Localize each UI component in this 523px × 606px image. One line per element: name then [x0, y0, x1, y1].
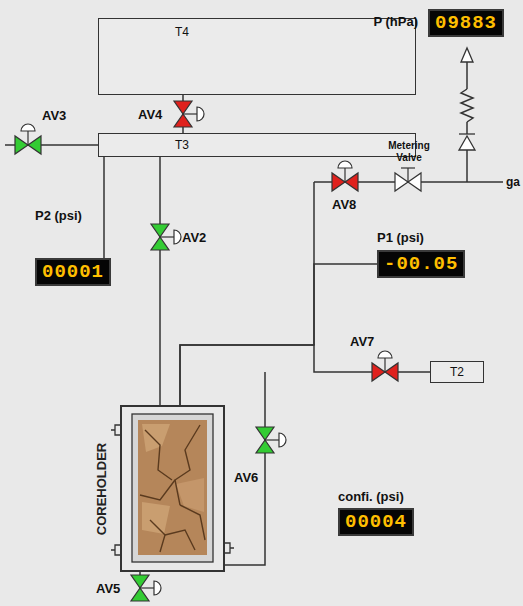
valve-body: [256, 427, 274, 440]
rock-patch: [142, 502, 170, 534]
valve-stem: [140, 587, 154, 588]
valve-body: [332, 173, 345, 191]
valve-stem: [160, 236, 174, 237]
metering-valve-body: [395, 173, 408, 191]
valve-body: [385, 363, 398, 381]
port-tick: [225, 543, 234, 553]
pipe-line: [225, 372, 265, 565]
digital-readout: 00001: [42, 261, 104, 283]
valve-caption: Metering Valve: [383, 140, 435, 164]
valve-body: [15, 136, 28, 154]
port-tick: [111, 425, 120, 435]
valve-tag: AV7: [350, 334, 374, 350]
pressure-display: P (hPa)09883: [428, 9, 504, 37]
port-tick: [111, 545, 120, 555]
display-label: P (hPa): [373, 14, 418, 30]
pipe-line: [180, 264, 377, 405]
rock-crack: [180, 505, 205, 540]
pipe-line: [159, 157, 161, 405]
display-label: confi. (psi): [338, 489, 404, 505]
pipe-line: [466, 122, 468, 134]
valve-tag: AV5: [96, 581, 120, 597]
digital-readout: 00004: [345, 511, 407, 533]
valve-actuator: [197, 107, 204, 121]
display-label: P1 (psi): [377, 230, 424, 246]
pipe-line: [466, 62, 468, 89]
pressure-display: confi. (psi)00004: [338, 508, 414, 536]
tank-name: T2: [431, 365, 483, 379]
valve-tag: ga: [506, 174, 520, 190]
valve-stem: [183, 113, 197, 114]
rock-crack: [145, 430, 172, 480]
digital-readout: -00.05: [384, 253, 458, 275]
valve-actuator: [378, 351, 392, 358]
rock-crack: [150, 520, 165, 552]
valve-actuator: [338, 161, 352, 168]
relief-valve-seat: [459, 133, 475, 134]
tank-name: T3: [175, 138, 415, 152]
valve-tag: AV6: [234, 470, 258, 486]
coreholder-box: COREHOLDER: [120, 405, 225, 572]
rock-crack: [140, 480, 175, 500]
valve-stem: [265, 439, 279, 440]
tank-box: T2: [430, 361, 484, 383]
pipe-line: [103, 157, 105, 258]
valve-tag: AV8: [332, 197, 356, 213]
spring-symbol: [461, 89, 473, 122]
valve-body: [345, 173, 358, 191]
pipe-line: [466, 150, 468, 182]
rock-patch: [142, 424, 170, 452]
vent-arrow: [461, 48, 473, 62]
valve-body: [174, 114, 192, 127]
valve-handle: [401, 167, 415, 168]
valve-body: [151, 237, 169, 250]
valve-actuator: [154, 581, 161, 595]
vessel-label: COREHOLDER: [94, 442, 109, 534]
valve-stem: [27, 131, 28, 145]
valve-actuator: [174, 230, 181, 244]
valve-tag: AV2: [182, 230, 206, 246]
valve-stem: [407, 168, 408, 182]
pressure-display: P2 (psi)00001: [35, 258, 111, 286]
valve-body: [131, 575, 149, 588]
valve-actuator: [21, 124, 35, 131]
valve-body: [372, 363, 385, 381]
rock-crack: [175, 425, 200, 505]
pipe-line: [180, 345, 430, 405]
valve-stem: [344, 168, 345, 182]
valve-body: [131, 588, 149, 601]
display-label: P2 (psi): [35, 208, 82, 224]
valve-tag: AV4: [138, 107, 162, 123]
valve-tag: AV3: [42, 108, 66, 124]
pipe-line: [313, 182, 315, 345]
valve-body: [256, 440, 274, 453]
rock-crack: [165, 530, 195, 550]
tank-box: T3: [98, 133, 416, 157]
tank-box: T4: [98, 18, 416, 95]
valve-body: [174, 101, 192, 114]
digital-readout: 09883: [435, 12, 497, 34]
metering-valve-body: [408, 173, 421, 191]
rock-core: [138, 420, 207, 555]
valve-body: [151, 224, 169, 237]
relief-valve-symbol: [459, 136, 475, 150]
core-sleeve: [132, 414, 213, 562]
valve-stem: [384, 358, 385, 372]
valve-actuator: [279, 433, 286, 447]
rock-patch: [176, 478, 204, 512]
pressure-display: P1 (psi)-00.05: [377, 250, 465, 278]
valve-body: [28, 136, 41, 154]
